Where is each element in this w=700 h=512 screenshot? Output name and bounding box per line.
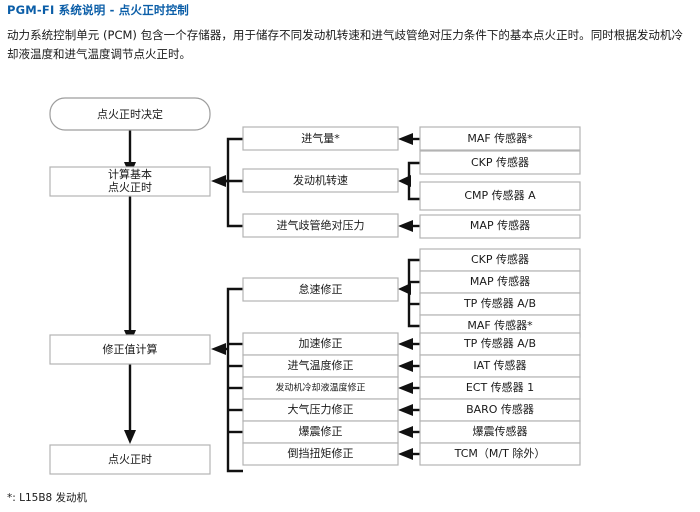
- box-decision-label: 点火正时决定: [97, 107, 163, 121]
- box-map-sensor-label: MAP 传感器: [470, 219, 530, 232]
- box-ckp-sensor[interactable]: CKP 传感器: [419, 150, 581, 175]
- footnote: *: L15B8 发动机: [7, 492, 88, 504]
- box-idle-correction-label: 怠速修正: [299, 282, 343, 296]
- box-reverse-torque-correction[interactable]: 倒挡扭矩修正: [242, 442, 399, 466]
- box-basic-timing[interactable]: 计算基本 点火正时: [49, 166, 211, 197]
- box-ect-sensor-1-label: ECT 传感器 1: [466, 381, 534, 394]
- box-engine-speed[interactable]: 发动机转速: [242, 168, 399, 193]
- box-maf-sensor[interactable]: MAF 传感器*: [419, 126, 581, 151]
- box-tp-sensor-ab-2[interactable]: TP 传感器 A/B: [419, 332, 581, 356]
- box-accel-correction-label: 加速修正: [299, 336, 343, 350]
- connector-map-to-manifold: [398, 220, 420, 232]
- box-iat-sensor-label: IAT 传感器: [473, 359, 526, 372]
- box-iat-correction[interactable]: 进气温度修正: [242, 354, 399, 378]
- connector-ckp-cmp-bracket: [398, 161, 420, 201]
- box-maf-sensor-label: MAF 传感器*: [467, 132, 533, 145]
- box-intake-volume[interactable]: 进气量*: [242, 126, 399, 151]
- box-ckp-sensor-2-label: CKP 传感器: [471, 253, 529, 266]
- box-ckp-sensor-2[interactable]: CKP 传感器: [419, 248, 581, 272]
- box-iat-correction-label: 进气温度修正: [288, 358, 354, 372]
- box-basic-timing-label-line2: 点火正时: [108, 181, 152, 194]
- box-cmp-sensor-a[interactable]: CMP 传感器 A: [419, 181, 581, 211]
- connector-baro-to-baro-correction: [398, 404, 420, 416]
- box-decision[interactable]: 点火正时决定: [49, 97, 211, 131]
- box-knock-sensor[interactable]: 爆震传感器: [419, 420, 581, 444]
- box-ect-sensor-1[interactable]: ECT 传感器 1: [419, 376, 581, 400]
- box-correction-calc-label: 修正值计算: [103, 342, 158, 356]
- box-knock-correction[interactable]: 爆震修正: [242, 420, 399, 444]
- box-reverse-torque-correction-label: 倒挡扭矩修正: [288, 446, 354, 460]
- box-maf-sensor-2-label: MAF 传感器*: [467, 319, 533, 332]
- box-engine-speed-label: 发动机转速: [293, 173, 348, 187]
- box-map-sensor-2-label: MAP 传感器: [470, 275, 530, 288]
- box-intake-volume-label: 进气量*: [301, 131, 340, 145]
- box-cmp-sensor-a-label: CMP 传感器 A: [464, 189, 536, 202]
- box-tp-sensor-ab[interactable]: TP 传感器 A/B: [419, 292, 581, 316]
- intro-paragraph: 动力系统控制单元 (PCM) 包含一个存储器，用于储存不同发动机转速和进气歧管绝…: [7, 28, 683, 61]
- page-title: PGM-FI 系统说明 - 点火正时控制: [7, 3, 190, 17]
- connector-tp-to-accel: [398, 338, 420, 350]
- box-tcm[interactable]: TCM（M/T 除外）: [419, 442, 581, 466]
- connector-ect-to-ect-correction: [398, 382, 420, 394]
- connector-lower-middle-bracket: [211, 287, 243, 473]
- box-knock-correction-label: 爆震修正: [299, 424, 343, 438]
- box-ignition-timing[interactable]: 点火正时: [49, 444, 211, 475]
- connector-maf-to-intake: [398, 133, 420, 145]
- connector-upper-middle-bracket: [211, 137, 243, 228]
- box-tp-sensor-ab-label: TP 传感器 A/B: [463, 297, 536, 310]
- connector-iat-to-iat-correction: [398, 360, 420, 372]
- box-ckp-sensor-label: CKP 传感器: [471, 156, 529, 169]
- box-baro-correction[interactable]: 大气压力修正: [242, 398, 399, 422]
- box-baro-sensor-label: BARO 传感器: [466, 403, 534, 416]
- box-map-pressure-label: 进气歧管绝对压力: [277, 218, 365, 232]
- connector-correction-to-ignition: [124, 364, 136, 444]
- box-knock-sensor-label: 爆震传感器: [473, 424, 528, 438]
- connector-tcm-to-reverse-correction: [398, 448, 420, 460]
- ignition-timing-flowchart: 点火正时决定 计算基本 点火正时 修正值计算 点火正时 进气量* 发动机转速 进…: [49, 97, 581, 475]
- box-baro-sensor[interactable]: BARO 传感器: [419, 398, 581, 422]
- box-tcm-label: TCM（M/T 除外）: [454, 446, 546, 460]
- box-iat-sensor[interactable]: IAT 传感器: [419, 354, 581, 378]
- connector-knock-to-knock-correction: [398, 426, 420, 438]
- box-map-pressure[interactable]: 进气歧管绝对压力: [242, 213, 399, 238]
- box-basic-timing-label-line1: 计算基本: [108, 167, 152, 181]
- box-idle-correction[interactable]: 怠速修正: [242, 277, 399, 302]
- box-ect-correction-label: 发动机冷却液温度修正: [275, 382, 365, 394]
- box-accel-correction[interactable]: 加速修正: [242, 332, 399, 356]
- connector-idle-sensor-bracket: [398, 258, 420, 328]
- box-tp-sensor-ab-2-label: TP 传感器 A/B: [463, 337, 536, 350]
- box-ect-correction[interactable]: 发动机冷却液温度修正: [242, 376, 399, 400]
- connector-basic-to-correction: [124, 196, 136, 344]
- box-correction-calc[interactable]: 修正值计算: [49, 334, 211, 365]
- box-map-sensor[interactable]: MAP 传感器: [419, 214, 581, 239]
- box-map-sensor-2[interactable]: MAP 传感器: [419, 270, 581, 294]
- box-baro-correction-label: 大气压力修正: [288, 402, 354, 416]
- box-ignition-timing-label: 点火正时: [108, 453, 152, 466]
